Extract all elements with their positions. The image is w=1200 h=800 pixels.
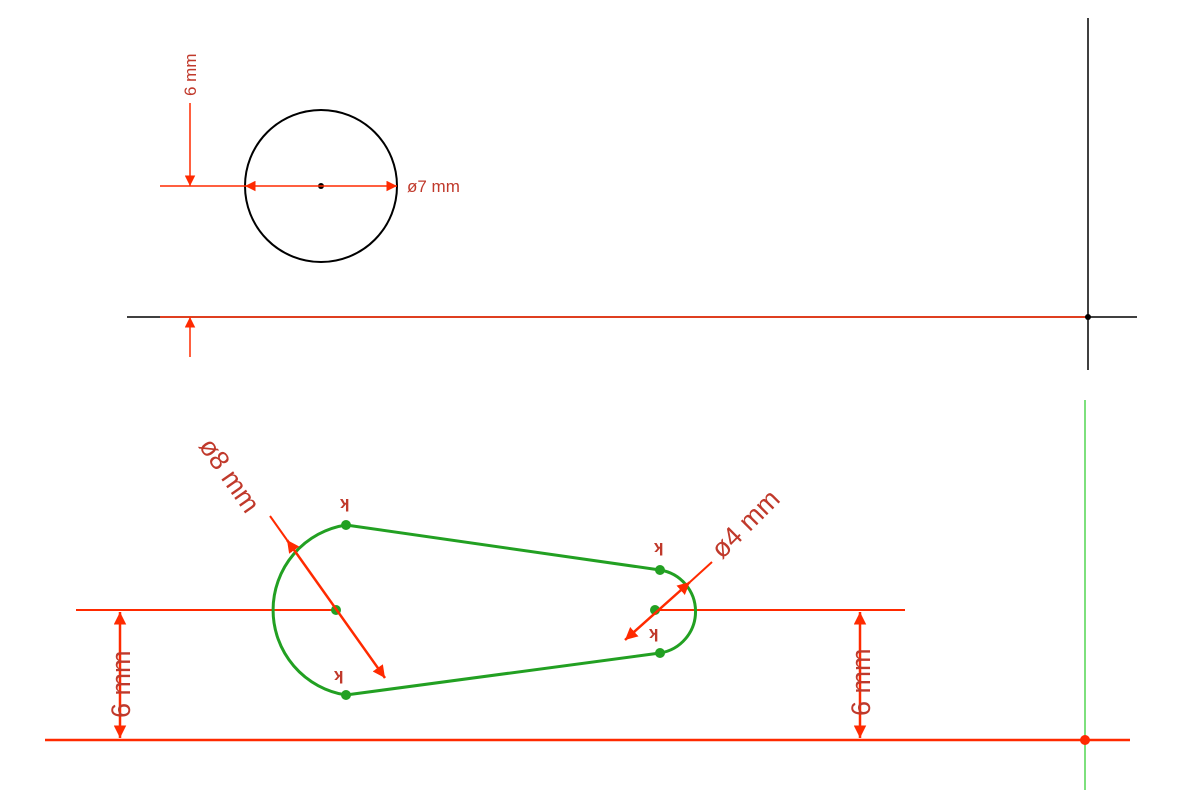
origin-point[interactable]	[1085, 314, 1091, 320]
slot-point-bottom-right[interactable]	[655, 648, 665, 658]
tangent-marker-top-right[interactable]: ʞ	[654, 537, 663, 556]
small-diameter-leader	[689, 561, 713, 583]
small-diameter-label[interactable]: ø4 mm	[705, 484, 786, 565]
slot-point-top-left[interactable]	[341, 520, 351, 530]
right-offset-label[interactable]: 6 mm	[846, 649, 876, 717]
large-diameter-leader	[269, 515, 288, 541]
left-offset-label[interactable]: 6 mm	[106, 651, 136, 719]
bottom-sketch: ʞ ʞ ʞ ʞ ø8 mm ø4 mm 6 mm 6 mm	[45, 400, 1130, 790]
vertical-offset-label[interactable]: 6 mm	[181, 54, 200, 97]
slot-point-bottom-left[interactable]	[341, 690, 351, 700]
large-diameter-label[interactable]: ø8 mm	[193, 432, 266, 518]
slot-point-top-right[interactable]	[655, 565, 665, 575]
diameter-label[interactable]: ø7 mm	[407, 177, 460, 196]
large-diameter-dimension-line[interactable]	[285, 539, 387, 679]
tangent-marker-top-left[interactable]: ʞ	[340, 493, 349, 512]
small-diameter-dimension-line[interactable]	[624, 581, 691, 641]
tangent-marker-bottom-right[interactable]: ʞ	[649, 623, 658, 642]
tangent-marker-bottom-left[interactable]: ʞ	[334, 665, 343, 684]
baseline-origin-point[interactable]	[1080, 735, 1090, 745]
top-sketch: ø7 mm 6 mm	[127, 18, 1137, 370]
